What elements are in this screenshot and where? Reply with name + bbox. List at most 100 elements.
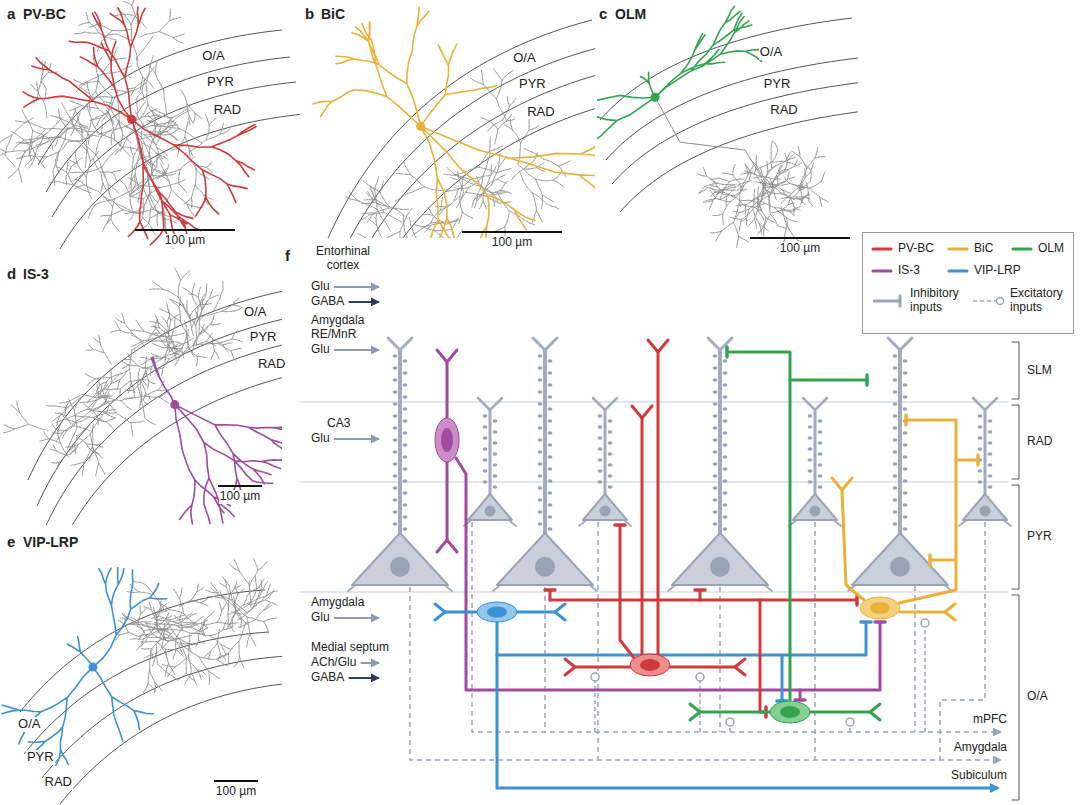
dendritic-spine	[403, 467, 408, 470]
input-source: Entorhinal cortex	[306, 245, 380, 273]
layer-label: SLM	[1026, 364, 1053, 378]
interneuron-nucleus	[640, 659, 660, 671]
interneuron-nucleus	[441, 428, 453, 452]
apical-tuft	[593, 398, 617, 410]
layer-bracket	[1012, 342, 1019, 399]
dendritic-spine	[608, 441, 613, 444]
dendritic-spine	[548, 491, 553, 494]
dendritic-spine	[403, 419, 408, 422]
dendritic-spine	[713, 498, 718, 501]
cell-type-name: IS-3	[22, 266, 50, 282]
dendritic-spine	[403, 527, 408, 530]
pyramidal-axon	[597, 522, 599, 760]
panel-letter: b	[304, 5, 315, 22]
swatch-line	[873, 270, 891, 273]
panel-letter: e	[6, 533, 16, 550]
dendritic-spine	[538, 366, 543, 369]
dendritic-spine	[808, 469, 813, 472]
apical-dendrite	[489, 410, 492, 498]
legend-item: Inhibitory inputs	[871, 287, 974, 315]
dendritic-spine	[723, 383, 728, 386]
pvbc-axon	[549, 591, 552, 600]
is3-axon	[456, 458, 880, 690]
layer-boundary	[300, 591, 1008, 592]
dendritic-spine	[988, 474, 993, 477]
layer-label: RAD	[257, 357, 286, 372]
interneuron-soma	[435, 418, 459, 462]
dendritic-spine	[978, 447, 983, 450]
bic-axon	[956, 459, 977, 462]
layer-label: PYR	[1026, 530, 1053, 544]
olm-dendrite	[810, 711, 870, 714]
apical-tuft	[388, 338, 412, 350]
dendritic-spine	[723, 503, 728, 506]
dendritic-spine	[538, 474, 543, 477]
axon-terminal	[904, 415, 908, 425]
pyramidal-nucleus	[390, 557, 410, 577]
axon-terminal	[976, 455, 980, 465]
excitatory-terminal	[696, 673, 704, 681]
layer-boundary	[620, 110, 858, 212]
pvbc-axon	[550, 599, 856, 602]
panel-letter: c	[598, 5, 608, 22]
sample-line	[973, 300, 996, 302]
dendritic-spine	[818, 463, 823, 466]
dendritic-spine	[893, 402, 898, 405]
layer-boundary	[351, 102, 595, 238]
dendritic-spine	[723, 491, 728, 494]
pvbc-axon	[699, 591, 702, 600]
layer-boundary	[334, 47, 595, 238]
layer-boundary	[28, 290, 282, 480]
apical-tuft	[973, 398, 997, 410]
neuron-soma	[651, 93, 660, 102]
interneuron-nucleus	[487, 607, 507, 618]
layer-label: PYR	[26, 750, 55, 765]
dendritic-spine	[403, 359, 408, 362]
axon-collateral	[729, 726, 731, 732]
dendritic-spine	[608, 419, 613, 422]
dendritic-spine	[988, 452, 993, 455]
dendrite-fork	[832, 478, 852, 490]
legend-item: PV-BC	[871, 242, 934, 256]
swatch-line	[1013, 248, 1031, 251]
neuron-dendrite	[597, 6, 764, 178]
dendritic-spine	[893, 378, 898, 381]
dendritic-spine	[403, 395, 408, 398]
dendritic-spine	[493, 463, 498, 466]
apical-dendrite	[814, 410, 817, 498]
vip-axon	[781, 655, 784, 700]
dendritic-spine	[483, 414, 488, 417]
transmitter-label: ACh/Glu	[310, 656, 357, 670]
dendritic-spine	[723, 371, 728, 374]
dendritic-spine	[483, 458, 488, 461]
bic-axon	[931, 559, 956, 562]
dendritic-spine	[988, 430, 993, 433]
dendritic-spine	[723, 515, 728, 518]
legend-swatch	[947, 242, 969, 256]
dendrite-fork	[870, 704, 880, 720]
dendritic-spine	[723, 431, 728, 434]
dendritic-spine	[903, 359, 908, 362]
dendritic-spine	[598, 447, 603, 450]
layer-label: O/A	[17, 717, 41, 732]
layer-label: O/A	[759, 45, 783, 60]
dendritic-spine	[723, 395, 728, 398]
cell-type-name: OLM	[614, 6, 647, 22]
dendritic-spine	[713, 462, 718, 465]
dendritic-spine	[978, 436, 983, 439]
dendritic-spine	[538, 462, 543, 465]
output-target: mPFC	[972, 713, 1008, 727]
scale-label: 100 µm	[215, 785, 257, 799]
output-target: Amygdala	[953, 741, 1008, 755]
swatch-line	[949, 248, 967, 251]
dendritic-spine	[538, 354, 543, 357]
dendritic-spine	[723, 407, 728, 410]
layer-label: RAD	[44, 775, 73, 790]
dendritic-spine	[403, 443, 408, 446]
dendritic-spine	[713, 522, 718, 525]
dendritic-spine	[808, 447, 813, 450]
scale-label: 100 µm	[164, 234, 206, 248]
dendritic-spine	[538, 450, 543, 453]
sample-line	[873, 299, 899, 302]
dendritic-spine	[903, 455, 908, 458]
